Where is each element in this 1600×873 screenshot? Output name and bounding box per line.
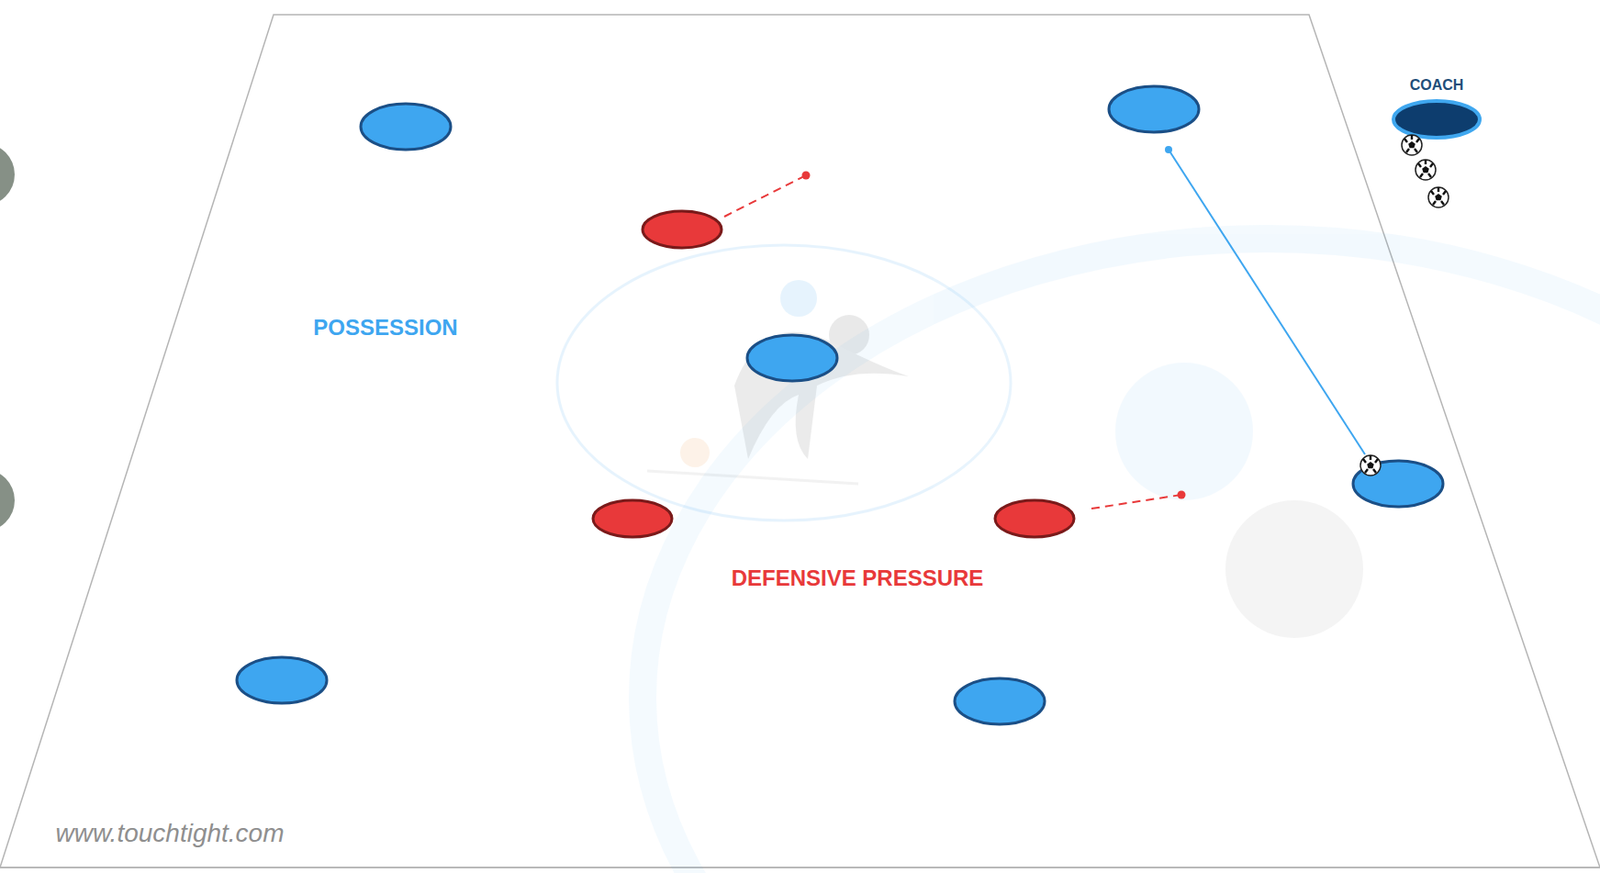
soccer-ball [1415,159,1436,180]
zone-label: POSSESSION [313,314,458,341]
soccer-ball [1428,187,1449,208]
pressure-dot [802,171,811,180]
zone-label: DEFENSIVE PRESSURE [731,565,985,592]
pressure-dot [1177,491,1187,500]
watermark-logo [557,245,1011,521]
attacker-players [236,86,1444,725]
pressure-line [1091,494,1182,509]
pitch-line [0,866,1600,869]
watermark-url: www.touchtight.com [55,818,285,849]
edge-marker [0,143,15,206]
pass-line [1168,149,1366,455]
watermark-logo [642,238,1600,873]
soccer-ball [1360,455,1381,476]
pass-start-dot [1164,145,1173,154]
coach-disc-ellipse [1393,100,1480,138]
pitch-area [0,14,1600,868]
coach-disc: COACH [1391,99,1482,140]
coach-label: COACH [1409,77,1465,94]
pressure-line [724,175,806,217]
coach-disc-shape [1391,99,1482,140]
defender-players [593,211,1075,538]
edge-marker [0,469,15,532]
